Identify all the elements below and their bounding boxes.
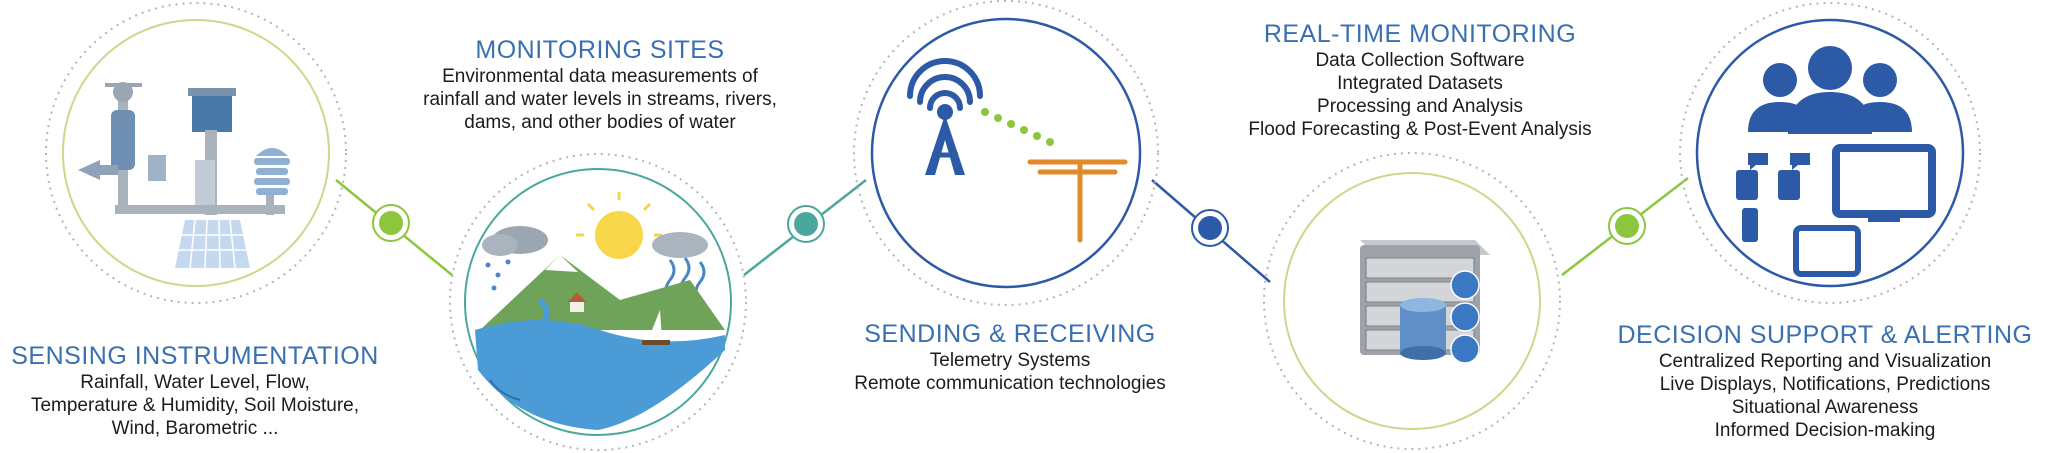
sending-receiving-node bbox=[853, 0, 1159, 306]
decision-support-node bbox=[1679, 2, 1981, 304]
sensing-instrumentation-title: SENSING INSTRUMENTATION bbox=[11, 342, 379, 370]
connector-3 bbox=[1151, 179, 1271, 283]
monitoring-sites-text: MONITORING SITES Environmental data meas… bbox=[400, 36, 800, 134]
connector-2 bbox=[743, 179, 867, 276]
decision-support-text: DECISION SUPPORT & ALERTING Centralized … bbox=[1610, 321, 2040, 442]
watershed-landscape-icon bbox=[475, 192, 725, 430]
real-time-monitoring-line: Integrated Datasets bbox=[1337, 73, 1503, 94]
monitoring-sites-line: rainfall and water levels in streams, ri… bbox=[423, 89, 777, 110]
decision-support-line: Centralized Reporting and Visualization bbox=[1658, 351, 1992, 372]
sensing-instrumentation-line: Wind, Barometric ... bbox=[111, 418, 279, 439]
connector-1 bbox=[335, 179, 453, 276]
real-time-monitoring-node bbox=[1263, 152, 1561, 450]
monitoring-sites-line: Environmental data measurements of bbox=[442, 66, 758, 87]
monitoring-sites-line: dams, and other bodies of water bbox=[464, 112, 736, 133]
sensing-instrumentation-line: Rainfall, Water Level, Flow, bbox=[80, 372, 310, 393]
decision-support-line: Situational Awareness bbox=[1731, 397, 1919, 418]
sending-receiving-line: Telemetry Systems bbox=[929, 350, 1091, 371]
decision-support-title: DECISION SUPPORT & ALERTING bbox=[1617, 321, 2033, 349]
real-time-monitoring-line: Processing and Analysis bbox=[1317, 96, 1523, 117]
sending-receiving-line: Remote communication technologies bbox=[854, 373, 1166, 394]
telemetry-tower-icon bbox=[907, 58, 1128, 243]
sending-receiving-title: SENDING & RECEIVING bbox=[864, 320, 1156, 348]
monitoring-sites-node bbox=[449, 153, 747, 451]
monitoring-sites-title: MONITORING SITES bbox=[475, 36, 725, 64]
decision-support-line: Live Displays, Notifications, Prediction… bbox=[1659, 374, 1991, 395]
weather-station-icon bbox=[78, 82, 290, 269]
sensing-instrumentation-node bbox=[45, 2, 347, 304]
sensing-instrumentation-text: SENSING INSTRUMENTATION Rainfall, Water … bbox=[5, 342, 385, 440]
server-database-icon bbox=[1360, 240, 1490, 364]
real-time-monitoring-text: REAL-TIME MONITORING Data Collection Sof… bbox=[1210, 20, 1630, 141]
real-time-monitoring-line: Flood Forecasting & Post-Event Analysis bbox=[1248, 119, 1592, 140]
sensing-instrumentation-line: Temperature & Humidity, Soil Moisture, bbox=[30, 395, 360, 416]
real-time-monitoring-line: Data Collection Software bbox=[1315, 50, 1525, 71]
sending-receiving-text: SENDING & RECEIVING Telemetry Systems Re… bbox=[810, 320, 1210, 395]
users-devices-icon bbox=[1736, 46, 1936, 277]
real-time-monitoring-title: REAL-TIME MONITORING bbox=[1263, 20, 1577, 48]
connector-4 bbox=[1561, 177, 1689, 276]
decision-support-line: Informed Decision-making bbox=[1714, 420, 1936, 441]
